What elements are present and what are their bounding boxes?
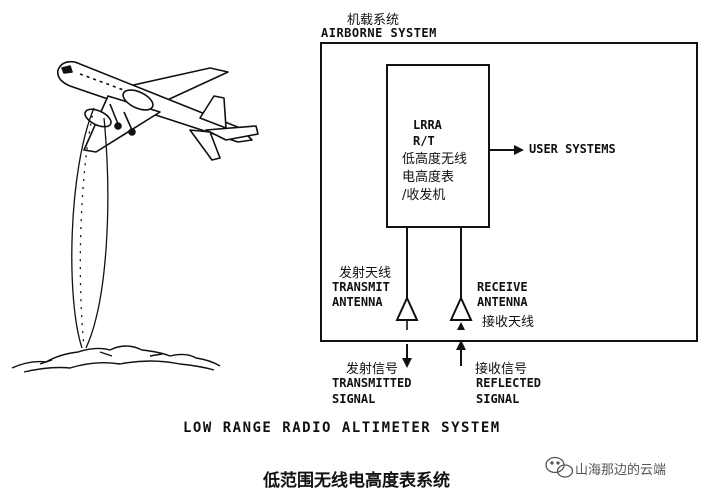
- reflected-signal-label-en1: REFLECTED: [476, 376, 542, 390]
- caption-english: LOW RANGE RADIO ALTIMETER SYSTEM: [183, 420, 501, 436]
- airborne-system-title-cn: 机载系统: [347, 13, 400, 28]
- radar-beam-lobe: [71, 107, 109, 349]
- airborne-system-box: [320, 42, 698, 342]
- caption-chinese: 低范围无线电高度表系统: [263, 471, 450, 491]
- user-systems-arrow: [489, 145, 524, 155]
- transmit-antenna-label-cn: 发射天线: [339, 266, 392, 281]
- lrra-label: LRRA: [413, 118, 442, 132]
- reflected-signal-arrow: [456, 340, 466, 366]
- airborne-system-title-en: AIRBORNE SYSTEM: [321, 26, 437, 40]
- rt-label: R/T: [413, 134, 435, 148]
- wechat-logo-icon: [545, 456, 574, 478]
- airplane-illustration: [56, 60, 259, 161]
- transmitted-signal-label-cn: 发射信号: [346, 362, 399, 377]
- watermark-text: 山海那边的云端: [575, 463, 667, 478]
- terrain-illustration: [11, 345, 221, 373]
- transmitted-signal-arrow: [402, 344, 412, 368]
- reflected-signal-label-cn: 接收信号: [475, 362, 528, 377]
- receive-antenna-label-en2: ANTENNA: [477, 295, 528, 309]
- lrra-desc-line2: 电高度表: [402, 170, 455, 185]
- lrra-desc-line3: /收发机: [402, 188, 446, 203]
- transmit-antenna-label-en1: TRANSMIT: [332, 280, 390, 294]
- transmit-antenna: [395, 227, 419, 330]
- transmitted-signal-label-en1: TRANSMITTED: [332, 376, 412, 390]
- transmit-antenna-label-en2: ANTENNA: [332, 295, 383, 309]
- receive-antenna-label-cn: 接收天线: [482, 315, 535, 330]
- user-systems-label: USER SYSTEMS: [529, 142, 616, 156]
- lrra-rt-box: [386, 64, 490, 228]
- transmitted-signal-label-en2: SIGNAL: [332, 392, 376, 406]
- receive-antenna: [449, 227, 473, 330]
- reflected-signal-label-en2: SIGNAL: [476, 392, 520, 406]
- receive-antenna-label-en1: RECEIVE: [477, 280, 528, 294]
- lrra-desc-line1: 低高度无线: [402, 152, 468, 167]
